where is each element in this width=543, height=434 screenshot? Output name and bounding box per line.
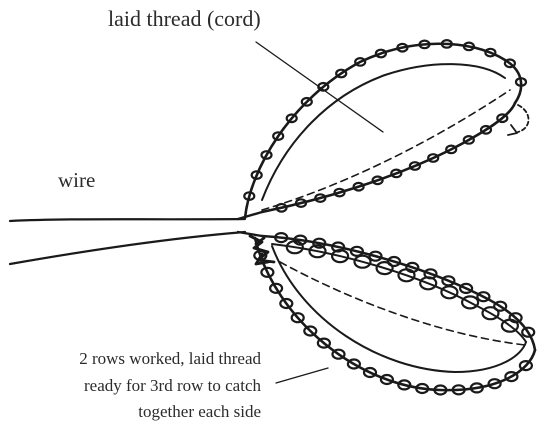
wire-label: wire: [58, 170, 95, 191]
turn-arrow-head: [508, 125, 517, 135]
laid-thread-leader-line: [256, 42, 383, 132]
lower-leaf-upper-edge: [262, 236, 535, 350]
wire-junction: [238, 212, 262, 236]
turn-arrow: [518, 105, 529, 132]
wire-lower-strand: [10, 232, 245, 264]
note-line-3: together each side: [138, 403, 261, 420]
upper-leaf-lower-edge: [262, 103, 515, 212]
note-line-2: ready for 3rd row to catch: [84, 377, 261, 394]
wire-strands: [10, 212, 262, 264]
upper-leaf-outer-edge: [245, 44, 521, 218]
junction-tangle: [250, 236, 274, 264]
lower-leaf: [254, 233, 535, 394]
laid-thread-label: laid thread (cord): [108, 8, 261, 30]
note-leader-line: [276, 368, 328, 383]
upper-leaf: [244, 40, 528, 218]
wire-upper-strand: [10, 219, 245, 221]
note-line-1: 2 rows worked, laid thread: [79, 350, 261, 367]
